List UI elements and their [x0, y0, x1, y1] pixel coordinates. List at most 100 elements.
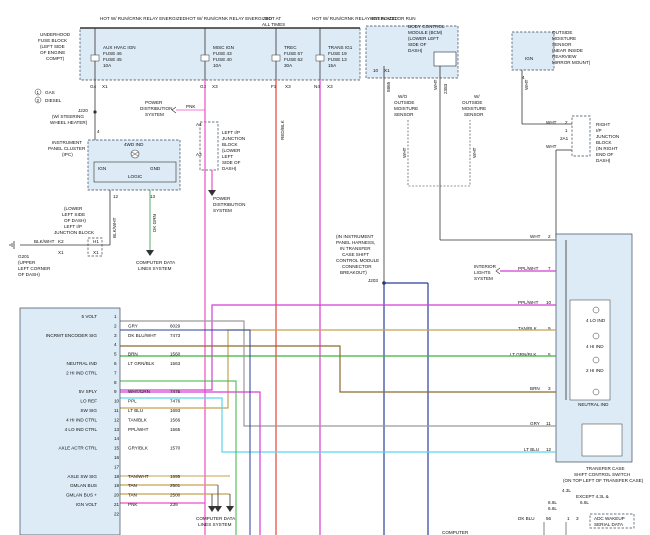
svg-text:LEFT: LEFT: [222, 154, 233, 159]
svg-text:11: 11: [546, 421, 551, 426]
svg-text:F1: F1: [271, 84, 277, 89]
adc-wakeup-box: [589, 513, 635, 529]
svg-text:LIGHTS: LIGHTS: [474, 270, 491, 275]
fuse-aux-hvac: AUX HVAC IGN FUSE 46 FUSE 45 10A: [90, 28, 136, 80]
tcm-row-circuit: 1693: [170, 408, 181, 413]
svg-text:G3: G3: [200, 84, 207, 89]
svg-text:X1: X1: [384, 68, 390, 73]
svg-text:K2: K2: [58, 239, 64, 244]
svg-text:10: 10: [546, 300, 552, 305]
tcm-row-circuit: 1563: [170, 361, 181, 366]
tcm-row-circuit: 1695: [170, 474, 181, 479]
tcm-row-label: IGN VOLT: [76, 502, 97, 507]
indicator-group: 4 LO IND 4 HI IND 2 HI IND NEUTRAL IND: [569, 299, 611, 407]
adc-wakeup: ADC WAKEUP SERIAL DATA: [594, 516, 625, 527]
outside-sensor-label: OUTSIDE MOISTURE SENSOR (NEAR INSIDE REA…: [522, 30, 591, 80]
svg-text:2: 2: [37, 98, 40, 103]
tcm-row-label: 4 HI IND CTRL: [66, 417, 97, 422]
svg-text:GND: GND: [150, 166, 161, 171]
tcm-row-circuit: 1560: [170, 352, 181, 357]
tcm-row-label: LO REF: [80, 399, 97, 404]
svg-text:MOISTURE: MOISTURE: [394, 106, 418, 111]
tcm-row-label: 5V SPLY: [79, 389, 97, 394]
svg-text:FUSE 43: FUSE 43: [213, 51, 232, 56]
svg-text:TAN/BLK: TAN/BLK: [518, 326, 538, 331]
svg-text:SENSOR: SENSOR: [464, 112, 484, 117]
tcm-row-wire-color: WHT/GRN: [128, 389, 150, 394]
svg-text:56: 56: [546, 516, 552, 521]
svg-text:PPL/WHT: PPL/WHT: [518, 266, 539, 271]
header-5: HOT IN ACC OR RUN: [370, 16, 416, 21]
svg-text:12: 12: [113, 194, 119, 199]
svg-text:LINES SYSTEM: LINES SYSTEM: [138, 266, 172, 271]
svg-text:UNDERHOOD: UNDERHOOD: [40, 32, 71, 37]
svg-text:4 HI IND: 4 HI IND: [586, 344, 604, 349]
tcm-row-label: 5 VOLT: [82, 314, 98, 319]
svg-text:LEFT I/P: LEFT I/P: [222, 130, 240, 135]
svg-text:FUSE 40: FUSE 40: [213, 57, 232, 62]
left-ip-junction-block: [199, 121, 219, 171]
svg-text:SYSTEM: SYSTEM: [213, 208, 232, 213]
tcm-row-wire-color: GRY/BLK: [128, 446, 149, 451]
svg-text:PANEL CLUSTER: PANEL CLUSTER: [48, 146, 86, 151]
tcm-row-pin: 9: [114, 389, 117, 394]
svg-text:(LOWER: (LOWER: [64, 206, 83, 211]
svg-text:TREC: TREC: [284, 45, 297, 50]
svg-text:DASH): DASH): [408, 48, 423, 53]
svg-text:SERIAL DATA: SERIAL DATA: [594, 522, 624, 527]
svg-text:1: 1: [37, 90, 40, 95]
svg-text:SIDE OF: SIDE OF: [222, 160, 241, 165]
svg-text:OF DASH): OF DASH): [18, 272, 40, 277]
outside-moisture-sensor: [511, 31, 555, 71]
svg-text:2383: 2383: [443, 83, 448, 94]
svg-text:TRANSFER CASE: TRANSFER CASE: [586, 466, 625, 471]
header-2: HOT W/ RUN/CRNK RELAY ENERGIZED: [186, 16, 273, 21]
svg-text:W/: W/: [474, 94, 480, 99]
fuse-block-label: UNDERHOOD FUSE BLOCK (LEFT SIDE OF ENGIN…: [38, 32, 71, 61]
svg-text:(UPPER: (UPPER: [18, 260, 36, 265]
svg-text:4WD IND: 4WD IND: [124, 142, 144, 147]
svg-text:IGN: IGN: [525, 56, 533, 61]
tcm-row-circuit: 1565: [170, 427, 181, 432]
svg-text:12: 12: [546, 447, 552, 452]
fuse-misc-ign: MISC IGN FUSE 43 FUSE 40 10A: [200, 28, 234, 80]
svg-text:LOGIC: LOGIC: [128, 174, 143, 179]
svg-text:5: 5: [548, 352, 551, 357]
svg-text:COMPT): COMPT): [46, 56, 65, 61]
fuse-trec: TREC FUSE 67 FUSE 62 30A: [271, 28, 303, 80]
tcm-row-circuit: 239: [170, 502, 178, 507]
left-ip-jb-label: LEFT I/P JUNCTION BLOCK (LOWER LEFT SIDE…: [222, 130, 245, 171]
svg-text:CASE SHIFT: CASE SHIFT: [342, 252, 369, 257]
svg-text:OUTSIDE: OUTSIDE: [462, 100, 482, 105]
svg-text:X3: X3: [212, 84, 218, 89]
tcm-row-circuit: 7476: [170, 399, 181, 404]
svg-text:COMPUTER DATA: COMPUTER DATA: [196, 516, 236, 521]
svg-text:WHT: WHT: [472, 147, 477, 158]
j220-label: J220 (W/ STEERING WHEEL HEATER): [50, 108, 88, 125]
svg-text:FUSE 45: FUSE 45: [103, 57, 122, 62]
tcm-row-pin: 14: [114, 436, 120, 441]
svg-text:PPL/WHT: PPL/WHT: [518, 300, 539, 305]
svg-text:(W/ STEERING: (W/ STEERING: [52, 114, 84, 119]
svg-text:LINES SYSTEM: LINES SYSTEM: [198, 522, 232, 527]
tcm-row-wire-color: BRN: [128, 352, 138, 357]
svg-text:AUX HVAC IGN: AUX HVAC IGN: [103, 45, 136, 50]
svg-text:OF ENGINE: OF ENGINE: [40, 50, 65, 55]
svg-text:SIDE OF: SIDE OF: [408, 42, 427, 47]
svg-text:GRY: GRY: [530, 421, 540, 426]
svg-text:PNK: PNK: [186, 104, 196, 109]
svg-text:IN TRANSFER: IN TRANSFER: [340, 246, 371, 251]
svg-text:COMPUTER: COMPUTER: [442, 530, 469, 535]
computer-data-lines-2: COMPUTER DATA LINES SYSTEM: [196, 516, 236, 527]
svg-text:SHIFT CONTROL SWITCH: SHIFT CONTROL SWITCH: [574, 472, 630, 477]
svg-text:3: 3: [548, 386, 551, 391]
svg-text:FUSE BLOCK: FUSE BLOCK: [38, 38, 68, 43]
svg-text:4: 4: [522, 75, 525, 80]
svg-text:JUNCTION BLOCK: JUNCTION BLOCK: [54, 230, 95, 235]
svg-text:BLOCK: BLOCK: [596, 140, 613, 145]
tcm-row-label: AXLE SW SIG: [67, 474, 97, 479]
svg-text:10A: 10A: [213, 63, 222, 68]
top-headers: HOT W/ RUN/CRNK RELAY ENERGIZED HOT W/ R…: [100, 16, 416, 27]
svg-text:WHEEL HEATER): WHEEL HEATER): [50, 120, 88, 125]
